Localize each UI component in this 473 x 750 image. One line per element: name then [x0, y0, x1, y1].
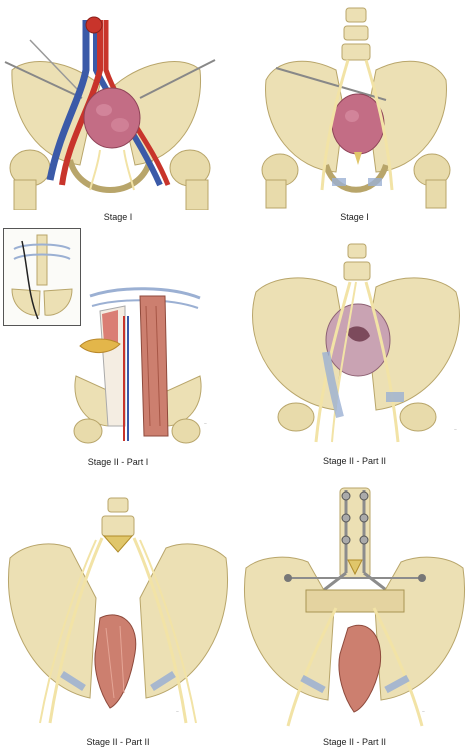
- panel-stage-1-anterior: Stage I: [0, 0, 236, 232]
- artist-signature-3: ~: [204, 422, 207, 427]
- caption-stage-2-part-1: Stage II - Part I: [87, 457, 149, 467]
- panel-stage-2-part-1: ~ Stage II - Part I: [0, 226, 236, 476]
- caption-stage-2-part-2-a: Stage II - Part II: [322, 456, 387, 466]
- inset-skeleton-illustration: [11, 234, 73, 320]
- caption-stage-2-part-2-b: Stage II - Part II: [86, 737, 150, 747]
- illustration-stage-2-part-2-c: [244, 487, 465, 727]
- illustration-stage-2-part-2-a: [252, 243, 460, 443]
- caption-stage-1-anterior: Stage I: [103, 212, 133, 222]
- panel-stage-2-part-2-c: ~ Stage II - Part II: [236, 478, 473, 750]
- illustration-abdominal-wall: [73, 287, 202, 444]
- caption-stage-2-part-2-c: Stage II - Part II: [322, 737, 387, 747]
- inset-incision-diagram: [3, 228, 81, 326]
- illustration-stage-1-anterior: [4, 16, 216, 210]
- panel-stage-2-part-2-b: ~ Stage II - Part II: [0, 478, 236, 750]
- panel-stage-1-pelvis: Stage I: [236, 0, 473, 232]
- artist-signature-4: ~: [454, 428, 457, 433]
- caption-stage-1-pelvis: Stage I: [340, 212, 369, 222]
- illustration-stage-1-pelvis: [261, 7, 451, 209]
- panel-stage-2-part-2-a: ~ Stage II - Part II: [236, 232, 473, 476]
- illustration-stage-2-part-2-b: [8, 497, 228, 724]
- artist-signature-6: ~: [422, 710, 425, 715]
- artist-signature-5: ~: [176, 710, 179, 715]
